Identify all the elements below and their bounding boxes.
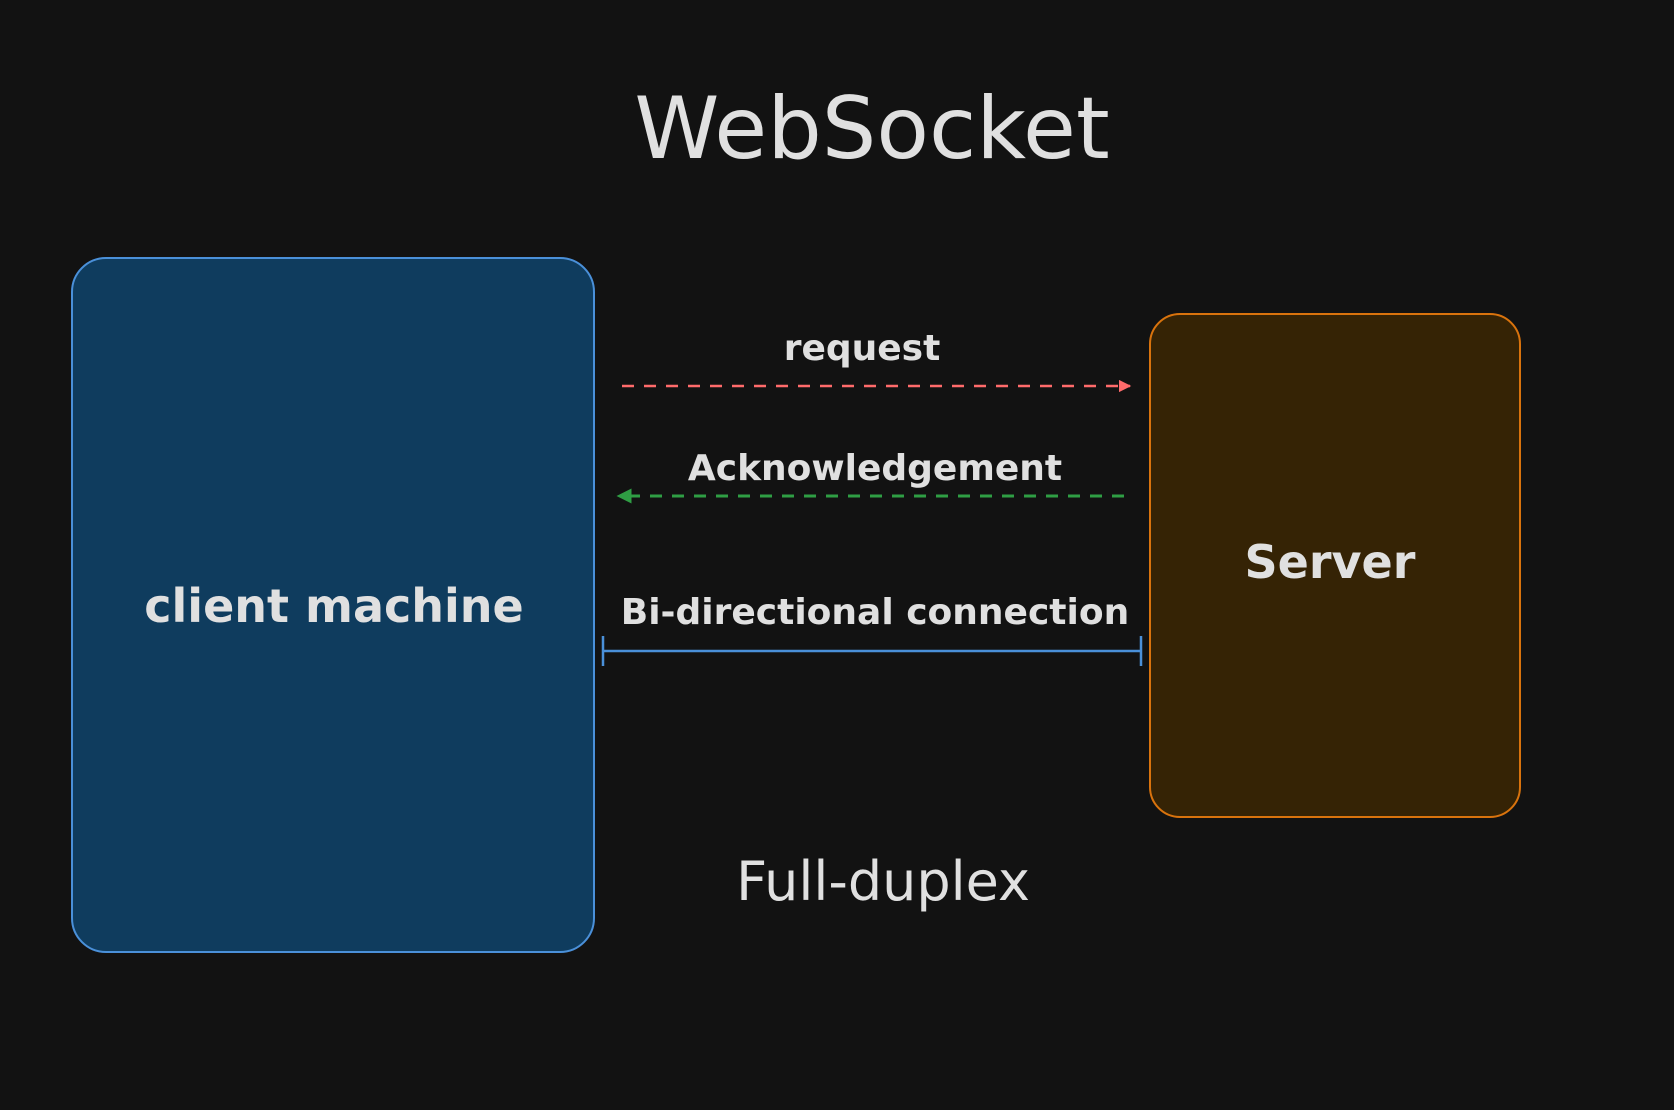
bidirectional-label: Bi-directional connection — [621, 592, 1129, 633]
server-label: Server — [1245, 535, 1416, 589]
diagram-title: WebSocket — [634, 79, 1109, 179]
client-box — [71, 257, 595, 953]
server-box — [1149, 313, 1521, 818]
ack-label: Acknowledgement — [688, 448, 1062, 489]
request-label: request — [784, 328, 941, 369]
client-label: client machine — [144, 579, 523, 633]
full-duplex-caption: Full-duplex — [736, 850, 1030, 913]
